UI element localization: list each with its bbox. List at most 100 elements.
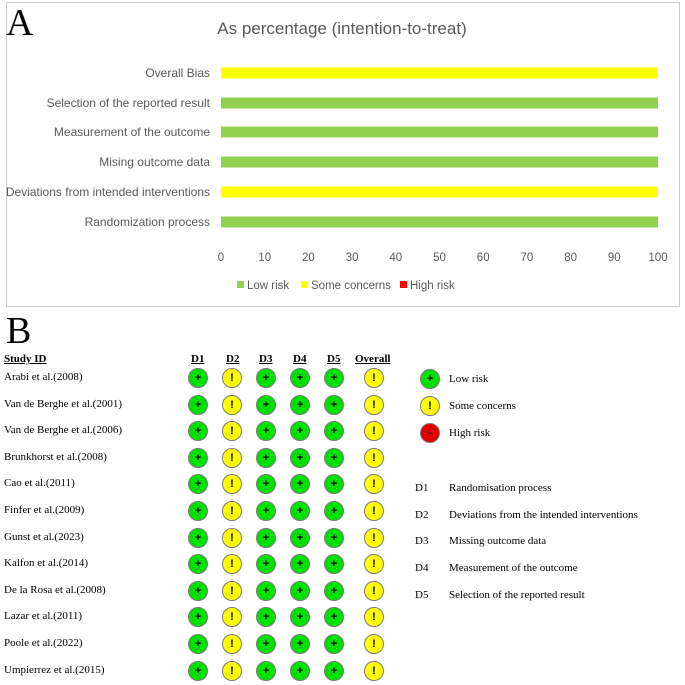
study-name: Finfer et al.(2009) <box>4 504 85 516</box>
legend-swatch <box>400 281 407 288</box>
overall-judgement-circle: ! <box>364 368 384 388</box>
domain-judgement-circle: + <box>256 607 276 628</box>
x-tick-label: 20 <box>302 252 315 264</box>
domain-judgement-circle: + <box>290 368 310 388</box>
x-tick-label: 40 <box>389 252 402 264</box>
overall-judgement-circle: ! <box>364 447 384 468</box>
domain-judgement-circle: + <box>256 421 276 442</box>
study-name: Arabi et al.(2008) <box>4 371 83 383</box>
legend-label: Some concerns <box>311 280 391 292</box>
panel-a-frame <box>6 2 680 307</box>
domain-judgement-circle: + <box>324 447 344 468</box>
domain-judgement-circle: ! <box>222 474 242 495</box>
domain-judgement-circle: + <box>188 634 208 654</box>
domain-judgement-circle: + <box>188 501 208 521</box>
domain-judgement-circle: + <box>290 660 310 681</box>
study-name: Gunst et al.(2023) <box>4 530 84 543</box>
panel-b-letter: B <box>6 310 32 352</box>
d1-header: D1 <box>191 353 205 365</box>
domain-judgement-circle: + <box>256 660 276 681</box>
d3-header: D3 <box>259 353 273 365</box>
domain-judgement-circle: ! <box>222 634 242 654</box>
domain-judgement-circle: + <box>256 447 276 468</box>
domain-judgement-circle: + <box>256 634 276 654</box>
legend-label: Some concerns <box>449 400 516 412</box>
x-tick-label: 0 <box>218 252 224 264</box>
bar-segment <box>221 97 658 109</box>
domain-judgement-circle: + <box>188 368 208 388</box>
domain-judgement-circle: + <box>290 607 310 628</box>
category-label: Overall Bias <box>145 66 210 80</box>
legend-circle: + <box>420 369 440 389</box>
domain-description: Randomisation process <box>449 482 552 494</box>
legend-label: High risk <box>449 427 491 439</box>
x-tick-label: 90 <box>608 252 621 264</box>
domain-judgement-circle: ! <box>222 660 242 681</box>
domain-judgement-circle: ! <box>222 501 242 521</box>
domain-code: D1 <box>415 482 429 494</box>
domain-judgement-circle: + <box>188 421 208 442</box>
overall-judgement-circle: ! <box>364 474 384 495</box>
domain-judgement-circle: + <box>324 527 344 548</box>
legend-circle: ! <box>420 396 440 416</box>
domain-description: Deviations from the intended interventio… <box>449 508 638 521</box>
legend-label: High risk <box>410 280 455 292</box>
domain-judgement-circle: + <box>324 607 344 628</box>
legend-swatch <box>237 281 244 288</box>
study-name: Cao et al.(2011) <box>4 477 75 490</box>
overall-header: Overall <box>355 353 391 365</box>
domain-judgement-circle: + <box>324 394 344 415</box>
domain-judgement-circle: ! <box>222 368 242 388</box>
domain-judgement-circle: + <box>188 607 208 628</box>
category-label: Mising outcome data <box>99 155 210 169</box>
domain-judgement-circle: + <box>256 527 276 548</box>
study-name: Lazar et al.(2011) <box>4 610 83 623</box>
d4-header: D4 <box>293 353 307 365</box>
x-tick-label: 50 <box>433 252 446 264</box>
d2-header: D2 <box>226 353 240 365</box>
domain-judgement-circle: + <box>324 634 344 654</box>
study-name: Umpierrez et al.(2015) <box>4 663 105 676</box>
chart-title: As percentage (intention-to-treat) <box>217 19 466 38</box>
legend-circle: - <box>420 423 440 443</box>
domain-judgement-circle: + <box>290 580 310 601</box>
domain-judgement-circle: + <box>290 421 310 442</box>
risk-of-bias-bar-chart: As percentage (intention-to-treat) Overal… <box>6 19 668 292</box>
domain-judgement-circle: + <box>188 554 208 575</box>
domain-judgement-circle: ! <box>222 421 242 442</box>
domain-judgement-circle: + <box>256 474 276 495</box>
domain-judgement-circle: + <box>256 501 276 521</box>
legend-label: Low risk <box>449 373 489 385</box>
domain-judgement-circle: + <box>188 474 208 495</box>
x-tick-label: 10 <box>258 252 271 264</box>
bar-segment <box>221 126 658 138</box>
panel-a-letter: A <box>6 2 34 44</box>
domain-judgement-circle: + <box>324 501 344 521</box>
domain-judgement-circle: + <box>324 368 344 388</box>
domain-judgement-circle: ! <box>222 607 242 628</box>
x-tick-label: 30 <box>346 252 359 264</box>
traffic-light-table: Study ID D1 D2 D3 D4 D5 Overall Arabi et… <box>0 345 685 685</box>
study-name: Brunkhorst et al.(2008) <box>4 450 107 463</box>
x-tick-label: 60 <box>477 252 490 264</box>
domain-judgement-circle: + <box>290 394 310 415</box>
category-label: Selection of the reported result <box>47 96 211 110</box>
study-name: De la Rosa et al.(2008) <box>4 583 106 596</box>
domain-judgement-circle: + <box>188 527 208 548</box>
domain-judgement-circle: + <box>188 580 208 601</box>
domain-code: D2 <box>415 508 429 521</box>
overall-judgement-circle: ! <box>364 527 384 548</box>
domain-judgement-circle: + <box>324 474 344 495</box>
domain-judgement-circle: + <box>290 501 310 521</box>
overall-judgement-circle: ! <box>364 554 384 575</box>
category-label: Randomization process <box>85 215 210 229</box>
domain-judgement-circle: ! <box>222 580 242 601</box>
bar-segment <box>221 156 658 168</box>
study-name: Van de Berghe et al.(2001) <box>4 397 123 410</box>
domain-judgement-circle: + <box>290 527 310 548</box>
bar-segment <box>221 67 658 79</box>
overall-judgement-circle: ! <box>364 421 384 442</box>
study-id-header: Study ID <box>4 353 47 365</box>
domain-description: Missing outcome data <box>449 535 547 548</box>
overall-judgement-circle: ! <box>364 634 384 654</box>
